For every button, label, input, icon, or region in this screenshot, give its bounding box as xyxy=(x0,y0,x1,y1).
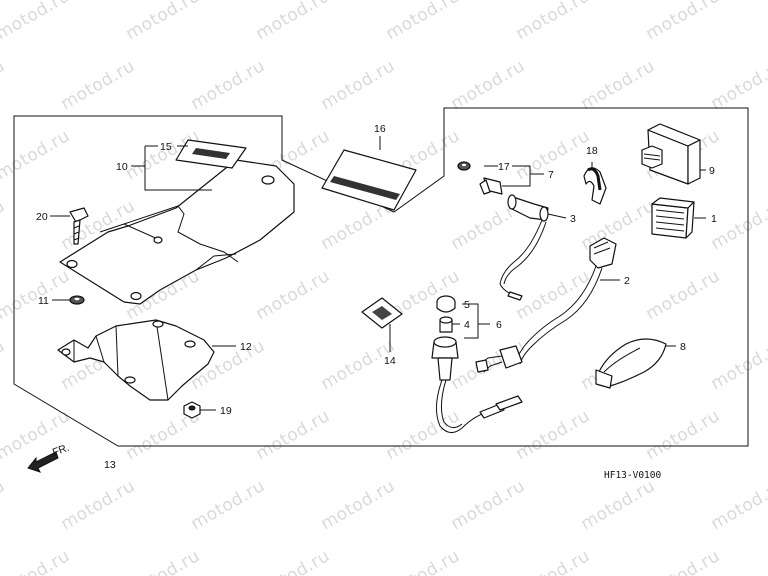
watermark-text: motod.ru xyxy=(643,546,724,576)
callout-13: 13 xyxy=(104,459,116,471)
callout-7: 7 xyxy=(548,169,554,181)
watermark-text: motod.ru xyxy=(0,546,74,576)
callout-1: 1 xyxy=(711,213,717,225)
callout-2: 2 xyxy=(624,275,630,287)
callout-9: 9 xyxy=(709,165,715,177)
watermark-text: motod.ru xyxy=(58,476,139,534)
watermark-text: motod.ru xyxy=(708,56,768,114)
label-part-16 xyxy=(321,149,417,211)
watermark-text: motod.ru xyxy=(253,406,334,464)
watermark-text: motod.ru xyxy=(578,476,659,534)
watermark-text: motod.ru xyxy=(253,0,334,44)
bracket-part xyxy=(57,319,215,401)
watermark-text: motod.ru xyxy=(448,336,529,394)
watermark-text: motod.ru xyxy=(578,56,659,114)
callout-12: 12 xyxy=(240,341,252,353)
watermark-text: motod.ru xyxy=(383,546,464,576)
watermark-text: motod.ru xyxy=(0,336,9,394)
watermark-text: motod.ru xyxy=(188,476,269,534)
watermark-text: motod.ru xyxy=(253,266,334,324)
callout-14: 14 xyxy=(384,355,396,367)
callouts: 1 2 3 4 5 6 7 8 9 10 11 12 13 14 15 16 1… xyxy=(36,123,717,471)
relay-part xyxy=(641,123,701,185)
watermark-text: motod.ru xyxy=(513,546,594,576)
watermark-text: motod.ru xyxy=(448,56,529,114)
bolt-part xyxy=(69,207,89,245)
front-direction-label: FR. xyxy=(51,442,71,459)
front-arrow-icon xyxy=(27,451,59,473)
callout-3: 3 xyxy=(570,213,576,225)
kit-outline xyxy=(13,107,749,447)
callout-6: 6 xyxy=(496,319,502,331)
watermark-text: motod.ru xyxy=(448,476,529,534)
diagram-code: HF13-V0100 xyxy=(604,470,661,481)
callout-20: 20 xyxy=(36,211,48,223)
watermark-text: motod.ru xyxy=(58,56,139,114)
watermark-text: motod.ru xyxy=(253,546,334,576)
watermark-text: motod.ru xyxy=(383,0,464,44)
callout-15: 15 xyxy=(160,141,172,153)
watermark-text: motod.ru xyxy=(643,0,724,44)
watermark-text: motod.ru xyxy=(123,546,204,576)
watermark-text: motod.ru xyxy=(0,266,74,324)
harness-part xyxy=(475,237,617,373)
cover-part xyxy=(59,159,295,305)
watermark-text: motod.ru xyxy=(708,196,768,254)
watermark-text: motod.ru xyxy=(708,476,768,534)
watermark-text: motod.ru xyxy=(318,56,399,114)
callout-18: 18 xyxy=(586,145,598,157)
watermark-text: motod.ru xyxy=(0,476,9,534)
nut-part xyxy=(183,401,201,419)
front-direction-indicator: FR. xyxy=(27,442,71,473)
watermark-text: motod.ru xyxy=(513,0,594,44)
callout-8: 8 xyxy=(680,341,686,353)
watermark-text: motod.ru xyxy=(318,476,399,534)
socket-part xyxy=(457,161,549,301)
strap-part xyxy=(583,167,607,205)
callout-4: 4 xyxy=(464,319,470,331)
callout-5: 5 xyxy=(464,299,470,311)
watermark-text: motod.ru xyxy=(708,336,768,394)
callout-19: 19 xyxy=(220,405,232,417)
guard-part xyxy=(595,338,667,389)
label-part-14 xyxy=(361,297,403,329)
watermark-text: motod.ru xyxy=(0,0,74,44)
watermark-text: motod.ru xyxy=(0,126,74,184)
outlet-part xyxy=(431,295,523,433)
callout-16: 16 xyxy=(374,123,386,135)
watermark-text: motod.ru xyxy=(383,406,464,464)
watermark-text: motod.ru xyxy=(513,406,594,464)
watermark-text: motod.ru xyxy=(643,406,724,464)
watermark-text: motod.ru xyxy=(123,0,204,44)
watermark-text: motod.ru xyxy=(188,56,269,114)
watermark-text: motod.ru xyxy=(643,266,724,324)
watermark-text: motod.ru xyxy=(0,56,9,114)
callout-17: 17 xyxy=(498,161,510,173)
label-part-15 xyxy=(175,139,247,169)
leader-lines xyxy=(50,136,706,411)
washer-part xyxy=(69,295,85,305)
block-part xyxy=(651,197,695,239)
callout-11: 11 xyxy=(38,295,49,307)
callout-10: 10 xyxy=(116,161,128,173)
watermark-text: motod.ru xyxy=(0,196,9,254)
